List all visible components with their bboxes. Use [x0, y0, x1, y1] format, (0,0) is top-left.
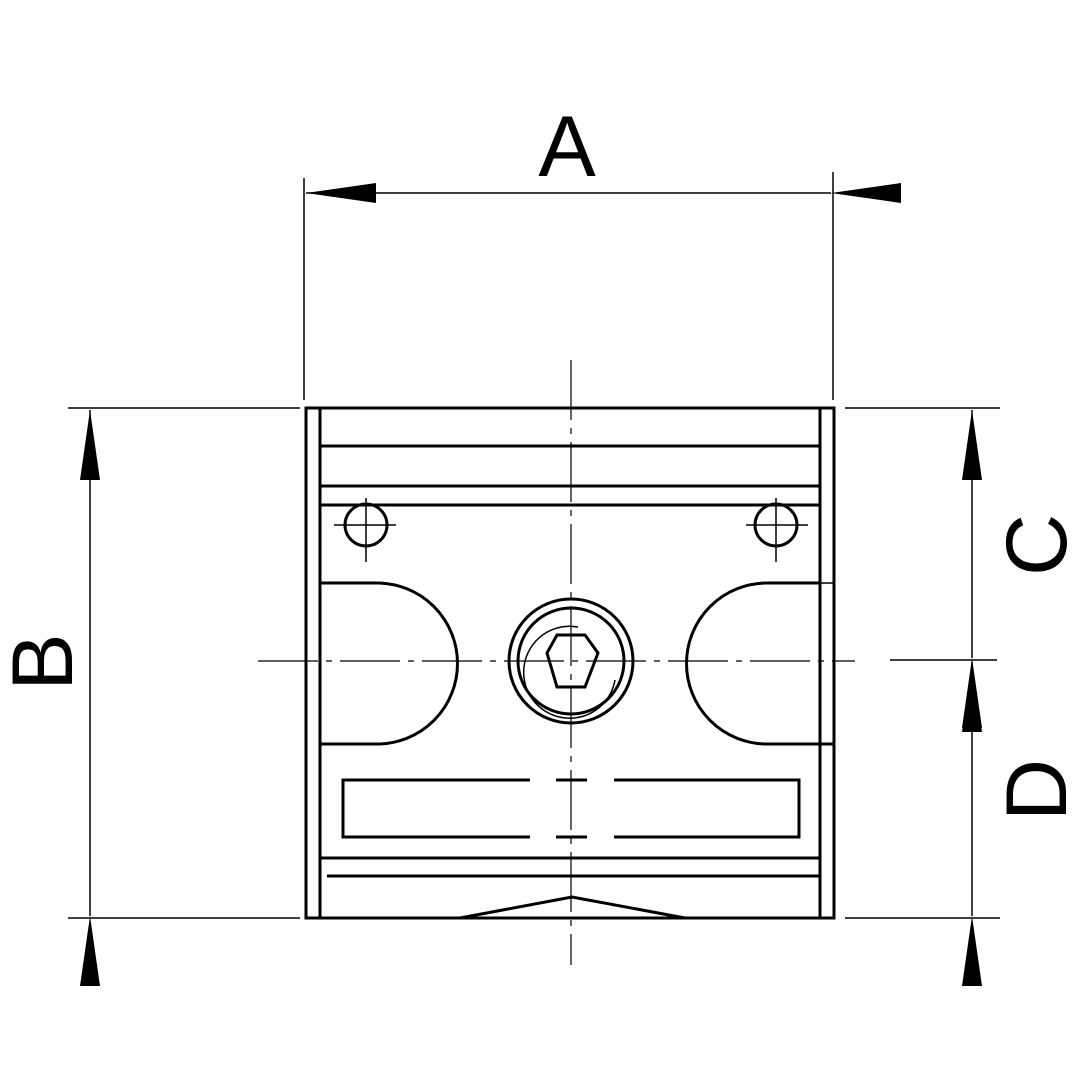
component-body [304, 406, 836, 920]
dimension-label-a: A [538, 99, 596, 195]
dimension-c-d: C D [845, 407, 1080, 986]
dimension-label-d: D [989, 759, 1080, 821]
dimension-b: B [0, 407, 300, 986]
dimension-a: A [303, 99, 901, 400]
dimension-label-b: B [0, 633, 91, 690]
dimension-label-c: C [989, 514, 1080, 576]
mounting-hole-right [746, 498, 808, 562]
center-lines [258, 360, 855, 965]
mounting-hole-left [334, 498, 396, 562]
